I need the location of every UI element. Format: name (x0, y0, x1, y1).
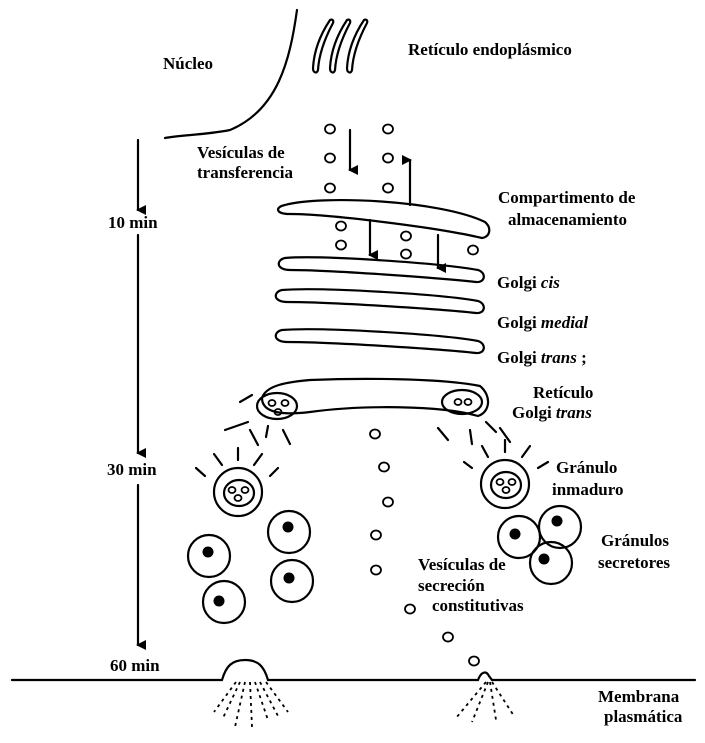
golgi-trans-label: Golgi trans ; (497, 348, 587, 368)
golgi-trans (276, 329, 484, 353)
constitutive-vesicles-label-line1: Vesículas de (418, 555, 506, 575)
timeline-30min: 30 min (107, 460, 157, 480)
constitutive-vesicles-label-line2: secreción (418, 576, 485, 596)
golgi-medial-label: Golgi medial (497, 313, 588, 333)
er-cisterna (347, 20, 367, 73)
nucleus-label: Núcleo (163, 54, 213, 74)
storage-label-line2: almacenamiento (508, 210, 627, 230)
tgn-label-line2: Golgi trans (512, 403, 592, 423)
membrane-label-line1: Membrana (598, 687, 679, 707)
transfer-vesicles-label-line1: Vesículas de (197, 143, 285, 163)
immature-granule-label-line2: inmaduro (552, 480, 624, 500)
constitutive-vesicles-label-line3: constitutivas (432, 596, 524, 616)
golgi-cis (279, 257, 484, 282)
transfer-vesicles-label-line2: transferencia (197, 163, 293, 183)
golgi-medial (276, 289, 484, 313)
membrane-label-line2: plasmática (604, 707, 682, 727)
secretory-granules-label-line2: secretores (598, 553, 670, 573)
nucleus-outline (165, 10, 297, 138)
timeline-60min: 60 min (110, 656, 160, 676)
tgn-label-line1: Retículo (533, 383, 593, 403)
golgi-cis-label: Golgi cis (497, 273, 560, 293)
secretory-granules-label-line1: Gránulos (601, 531, 669, 551)
immature-granule-label-line1: Gránulo (556, 458, 617, 478)
er-label: Retículo endoplásmico (408, 40, 572, 60)
storage-label-line1: Compartimento de (498, 188, 635, 208)
storage-compartment (278, 200, 489, 238)
timeline-10min: 10 min (108, 213, 158, 233)
